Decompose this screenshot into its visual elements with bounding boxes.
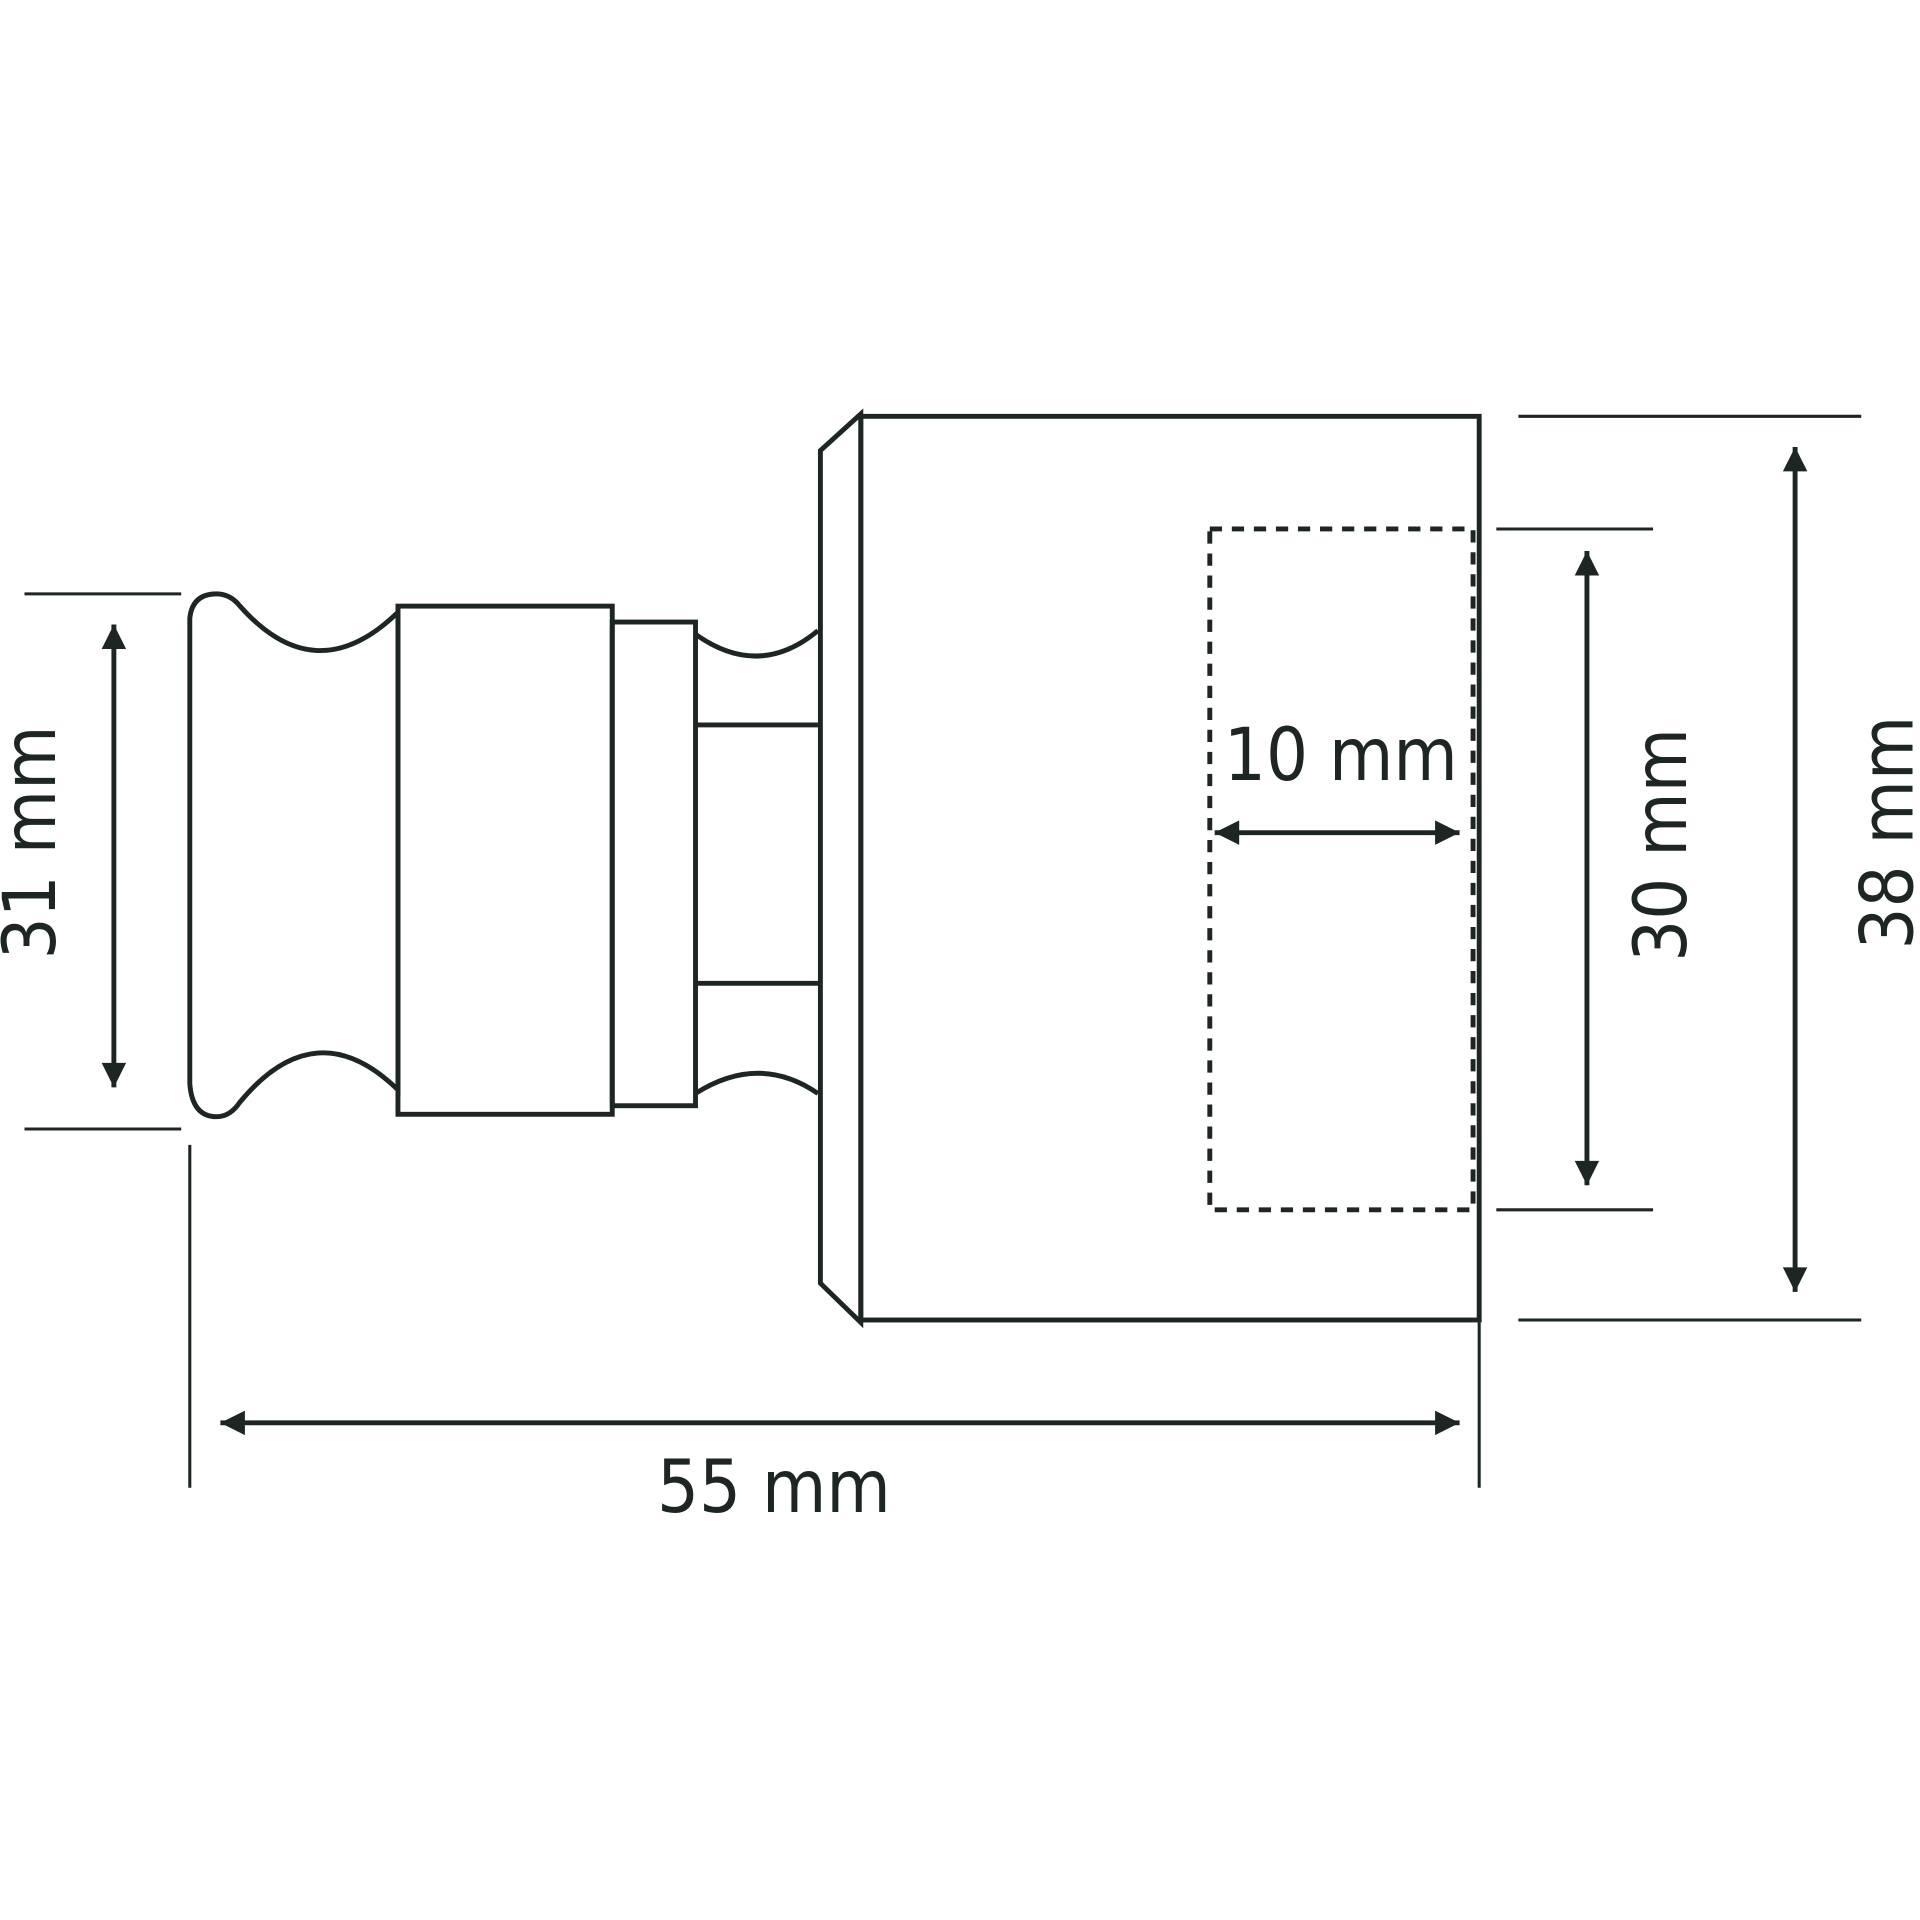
dimension-label: 31 mm xyxy=(0,726,73,960)
dimension-38mm: 38 mm xyxy=(1518,414,1920,1322)
neck-top-curve xyxy=(694,628,820,659)
dimension-label: 10 mm xyxy=(1224,713,1458,798)
ring xyxy=(609,619,698,1109)
dimension-31mm: 31 mm xyxy=(0,592,182,1131)
plug-tip xyxy=(187,591,401,1120)
dimension-label: 38 mm xyxy=(1846,716,1920,950)
dimension-label: 55 mm xyxy=(657,1445,891,1530)
dimension-55mm: 55 mm xyxy=(188,1144,1481,1530)
dimension-30mm: 30 mm xyxy=(1496,527,1704,1212)
dimension-label: 30 mm xyxy=(1619,728,1704,962)
flange xyxy=(817,408,864,1329)
dimension-10mm: 10 mm xyxy=(1214,713,1460,845)
collar xyxy=(395,603,615,1117)
socket-housing xyxy=(858,413,1482,1323)
hidden-socket-bore xyxy=(1207,526,1476,1213)
coupling-body xyxy=(187,408,1482,1329)
neck-bottom-curve xyxy=(694,1070,820,1096)
